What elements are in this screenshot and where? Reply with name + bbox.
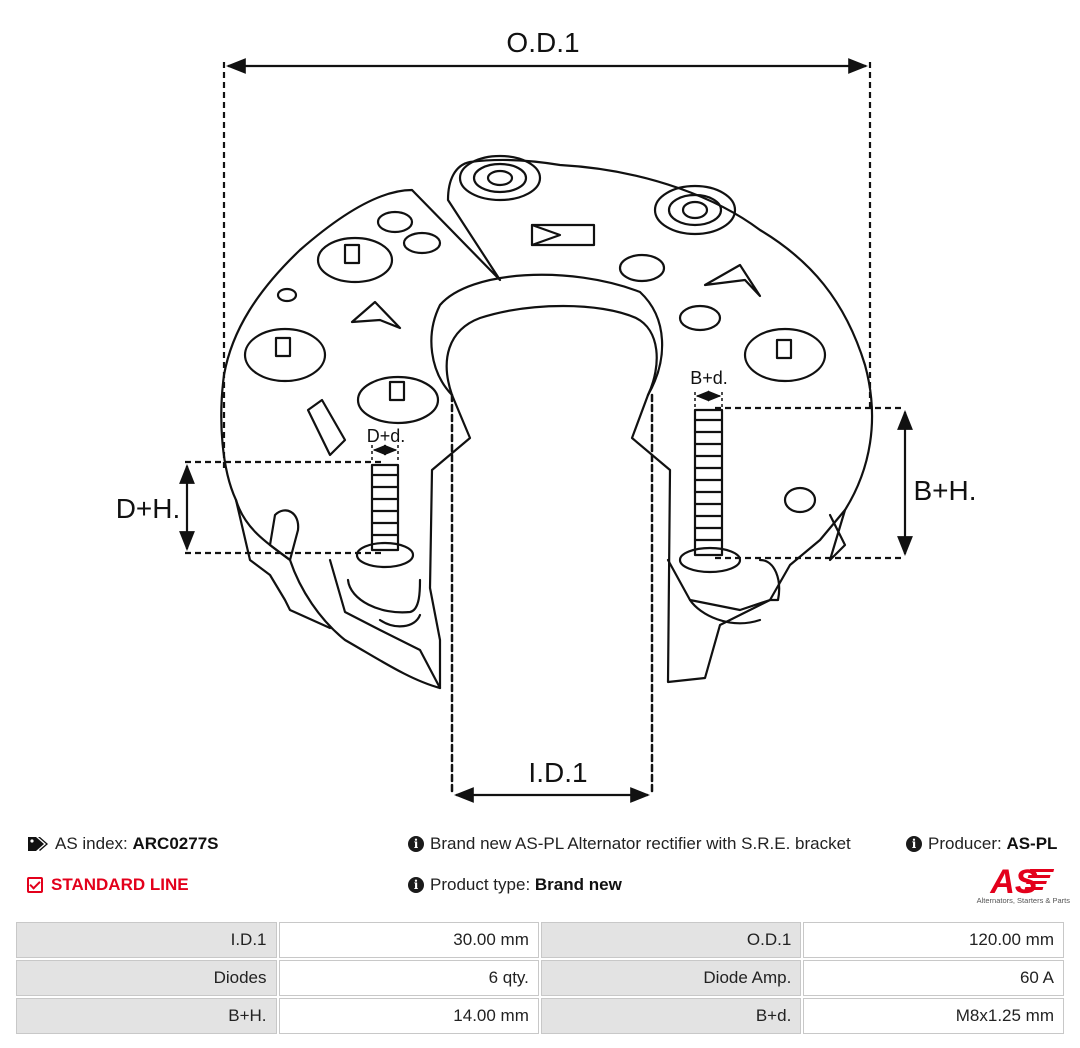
info-icon: i <box>408 836 424 852</box>
product-type-label: Product type: <box>430 875 531 894</box>
id1-label: I.D.1 <box>528 757 587 788</box>
spec-label: Diode Amp. <box>540 960 802 996</box>
bh-label: B+H. <box>913 475 976 506</box>
producer-row: i Producer: AS-PL <box>906 834 1057 854</box>
spec-label: Diodes <box>16 960 277 996</box>
standard-line-badge: STANDARD LINE <box>27 875 189 895</box>
producer-value: AS-PL <box>1006 834 1058 853</box>
table-row: I.D.1 30.00 mm O.D.1 120.00 mm <box>16 922 1064 958</box>
spec-label: I.D.1 <box>16 922 277 958</box>
rectifier-technical-drawing: O.D.1 I.D.1 D+H. B+H. D+d. B+d. <box>116 27 977 803</box>
spec-value: 120.00 mm <box>803 922 1064 958</box>
table-row: B+H. 14.00 mm B+d. M8x1.25 mm <box>16 998 1064 1034</box>
check-square-icon <box>27 877 43 893</box>
spec-table: I.D.1 30.00 mm O.D.1 120.00 mm Diodes 6 … <box>14 920 1066 1036</box>
spec-value: 6 qty. <box>278 960 539 996</box>
description-text: Brand new AS-PL Alternator rectifier wit… <box>430 834 851 853</box>
as-pl-logo: AS <box>989 863 1055 901</box>
bd-label: B+d. <box>690 368 728 388</box>
dh-label: D+H. <box>116 493 181 524</box>
od1-label: O.D.1 <box>506 27 579 58</box>
standard-line-label: STANDARD LINE <box>51 875 189 894</box>
info-icon: i <box>408 877 424 893</box>
d-bolt <box>355 463 415 569</box>
spec-label: B+d. <box>540 998 802 1034</box>
spec-value: 14.00 mm <box>278 998 539 1034</box>
info-icon: i <box>906 836 922 852</box>
bore-inner <box>445 304 658 397</box>
spec-value: 60 A <box>803 960 1064 996</box>
as-index-label: AS index: <box>55 834 128 853</box>
dd-label: D+d. <box>367 426 406 446</box>
as-index-row: AS index: ARC0277S <box>27 834 219 854</box>
description-row: i Brand new AS-PL Alternator rectifier w… <box>408 834 851 854</box>
spec-value: 30.00 mm <box>278 922 539 958</box>
b-bolt <box>678 408 742 574</box>
product-type-value: Brand new <box>534 875 622 894</box>
as-index-value: ARC0277S <box>132 834 219 853</box>
producer-label: Producer: <box>928 834 1002 853</box>
table-row: Diodes 6 qty. Diode Amp. 60 A <box>16 960 1064 996</box>
product-type-row: i Product type: Brand new <box>408 875 622 895</box>
rectifier-outline <box>220 158 874 690</box>
tags-icon <box>28 837 48 851</box>
spec-value: M8x1.25 mm <box>803 998 1064 1034</box>
spec-label: O.D.1 <box>540 922 802 958</box>
logo-tagline: Alternators, Starters & Parts <box>976 896 1070 905</box>
spec-label: B+H. <box>16 998 277 1034</box>
